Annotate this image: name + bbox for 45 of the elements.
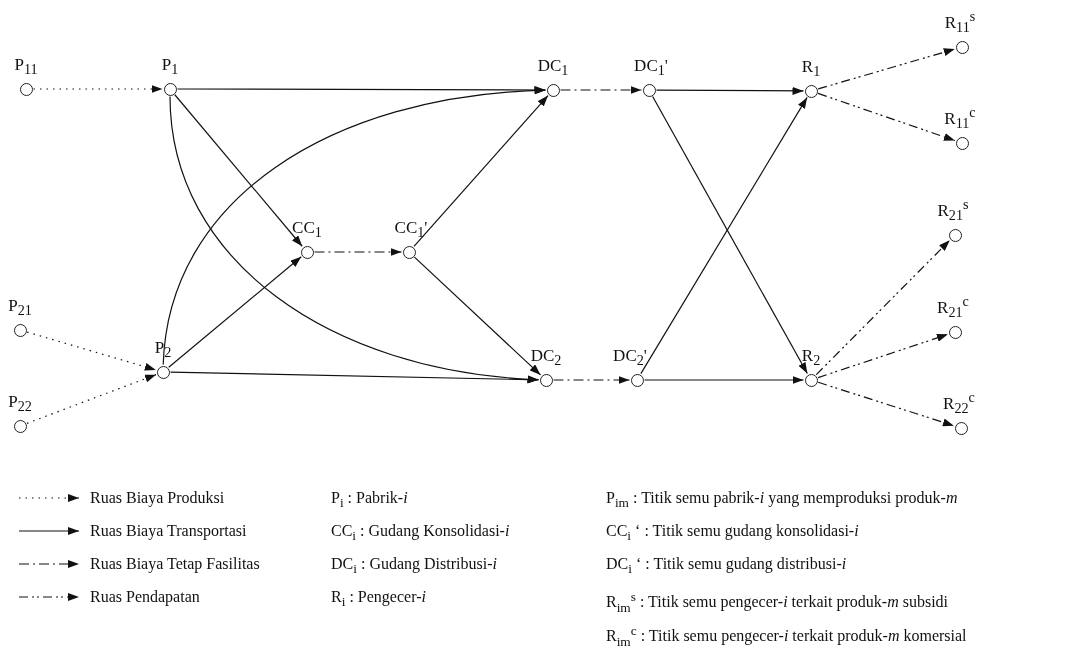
arrow	[169, 371, 540, 384]
node-label: CC$_{1}$'	[394, 218, 428, 243]
arrow	[552, 376, 631, 384]
node-label: P$_{2}$	[154, 338, 172, 363]
key-definition: CC$_{i}$ : Gudang Konsolidasi-i	[331, 521, 510, 546]
legend-text: Ruas Biaya Transportasi	[90, 521, 247, 541]
arrow	[815, 239, 951, 376]
arrow	[26, 331, 157, 371]
node-label: DC$_{2}$'	[613, 346, 647, 371]
key-definition: P$_{im}$ : Titik semu pabrik-i yang memproduksi produk-m	[606, 488, 958, 513]
key-definition: R$_{im}$$^{s}$ : Titik semu pengecer-i terkait produk-m subsidi	[606, 588, 949, 617]
arrow	[559, 86, 643, 94]
arrow	[643, 376, 805, 384]
arrow	[817, 333, 949, 379]
arrow	[817, 381, 955, 427]
node-label: R$_{2}$	[801, 346, 821, 371]
arrow	[413, 256, 542, 376]
key-definition: R$_{im}$$^{c}$ : Titik semu pengecer-i terkait produk-m komersial	[606, 622, 967, 651]
node-label: CC$_{1}$	[292, 218, 322, 243]
node-label: P$_{21}$	[8, 296, 32, 321]
key-definition: DC$_{i}$ : Gudang Distribusi-i	[331, 554, 497, 579]
node-label: DC$_{1}$	[537, 56, 569, 81]
node-label: P$_{11}$	[14, 55, 38, 80]
node-label: DC$_{2}$	[530, 346, 562, 371]
arrow	[32, 85, 164, 93]
key-definition: R$_{i}$ : Pengecer-i	[331, 587, 426, 612]
arrow	[817, 92, 956, 142]
key-definition: P$_{i}$ : Pabrik-i	[331, 488, 408, 513]
node-label: R$_{1}$	[801, 57, 821, 82]
arrow	[817, 48, 956, 90]
arrow	[313, 248, 403, 256]
node-label: DC$_{1}$'	[634, 56, 668, 81]
node-label: P$_{22}$	[8, 392, 32, 417]
key-definition: DC$_{i}$ ‘ : Titik semu gudang distribusi-i	[606, 554, 847, 579]
node-label: P$_{1}$	[161, 55, 179, 80]
legend-text: Ruas Biaya Produksi	[90, 488, 225, 508]
arrow	[655, 86, 805, 95]
key-definition: CC$_{i}$ ‘ : Titik semu gudang konsolidasi-i	[606, 521, 859, 546]
arrow	[176, 85, 547, 94]
legend-text: Ruas Pendapatan	[90, 587, 200, 607]
arrow	[413, 95, 549, 247]
arrow	[26, 374, 157, 424]
arrow	[174, 94, 303, 247]
arrow	[168, 256, 302, 368]
legend-text: Ruas Biaya Tetap Fasilitas	[90, 554, 260, 574]
